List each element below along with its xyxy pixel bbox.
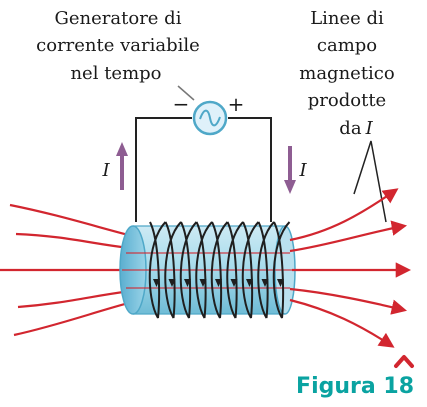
winding-current-arrow <box>261 279 269 287</box>
generator-label-line1: Generatore di <box>55 8 182 29</box>
solenoid-windings <box>148 221 291 319</box>
generator-minus-sign: − <box>173 92 190 116</box>
winding-loop <box>179 221 198 319</box>
figure-caption: Figura 18 <box>296 374 414 399</box>
generator-label-line3: nel tempo <box>70 63 161 84</box>
winding-current-arrow <box>215 279 222 287</box>
field-label-line1: Linee di <box>310 8 384 29</box>
winding-current-arrow <box>184 279 191 287</box>
current-arrow-down <box>284 146 296 194</box>
field-label-line4: prodotte <box>308 90 386 111</box>
field-lines-front <box>289 188 412 348</box>
generator-leader-line <box>177 85 195 101</box>
winding-loop <box>210 221 229 319</box>
ac-source-icon <box>192 100 228 136</box>
winding-current-arrow <box>277 279 284 287</box>
winding-loop <box>148 221 167 319</box>
generator-label-line2: corrente variabile <box>36 35 200 56</box>
winding-current-arrow <box>230 279 238 287</box>
current-label-left: I <box>101 160 110 181</box>
winding-loop <box>272 221 291 319</box>
winding-loop <box>195 221 213 319</box>
field-label-line2: campo <box>317 35 377 56</box>
winding-current-arrow <box>246 279 253 287</box>
winding-loop <box>241 221 260 319</box>
winding-loop <box>164 221 182 319</box>
field-lines-back <box>0 203 141 337</box>
winding-current-arrow <box>168 279 176 287</box>
current-label-right: I <box>298 160 307 181</box>
field-label-line3: magnetico <box>299 63 394 84</box>
winding-loop <box>257 221 275 319</box>
winding-loop <box>226 221 244 319</box>
current-arrow-up <box>116 142 128 190</box>
generator-plus-sign: + <box>228 92 245 116</box>
chevron-up-icon <box>394 355 414 368</box>
field-label-da: da <box>339 118 362 139</box>
winding-current-arrow <box>153 279 160 287</box>
field-label-current-var: I <box>365 118 374 139</box>
circuit-wire <box>135 117 272 222</box>
winding-current-arrow <box>199 279 207 287</box>
field-leader-lines <box>353 140 387 223</box>
